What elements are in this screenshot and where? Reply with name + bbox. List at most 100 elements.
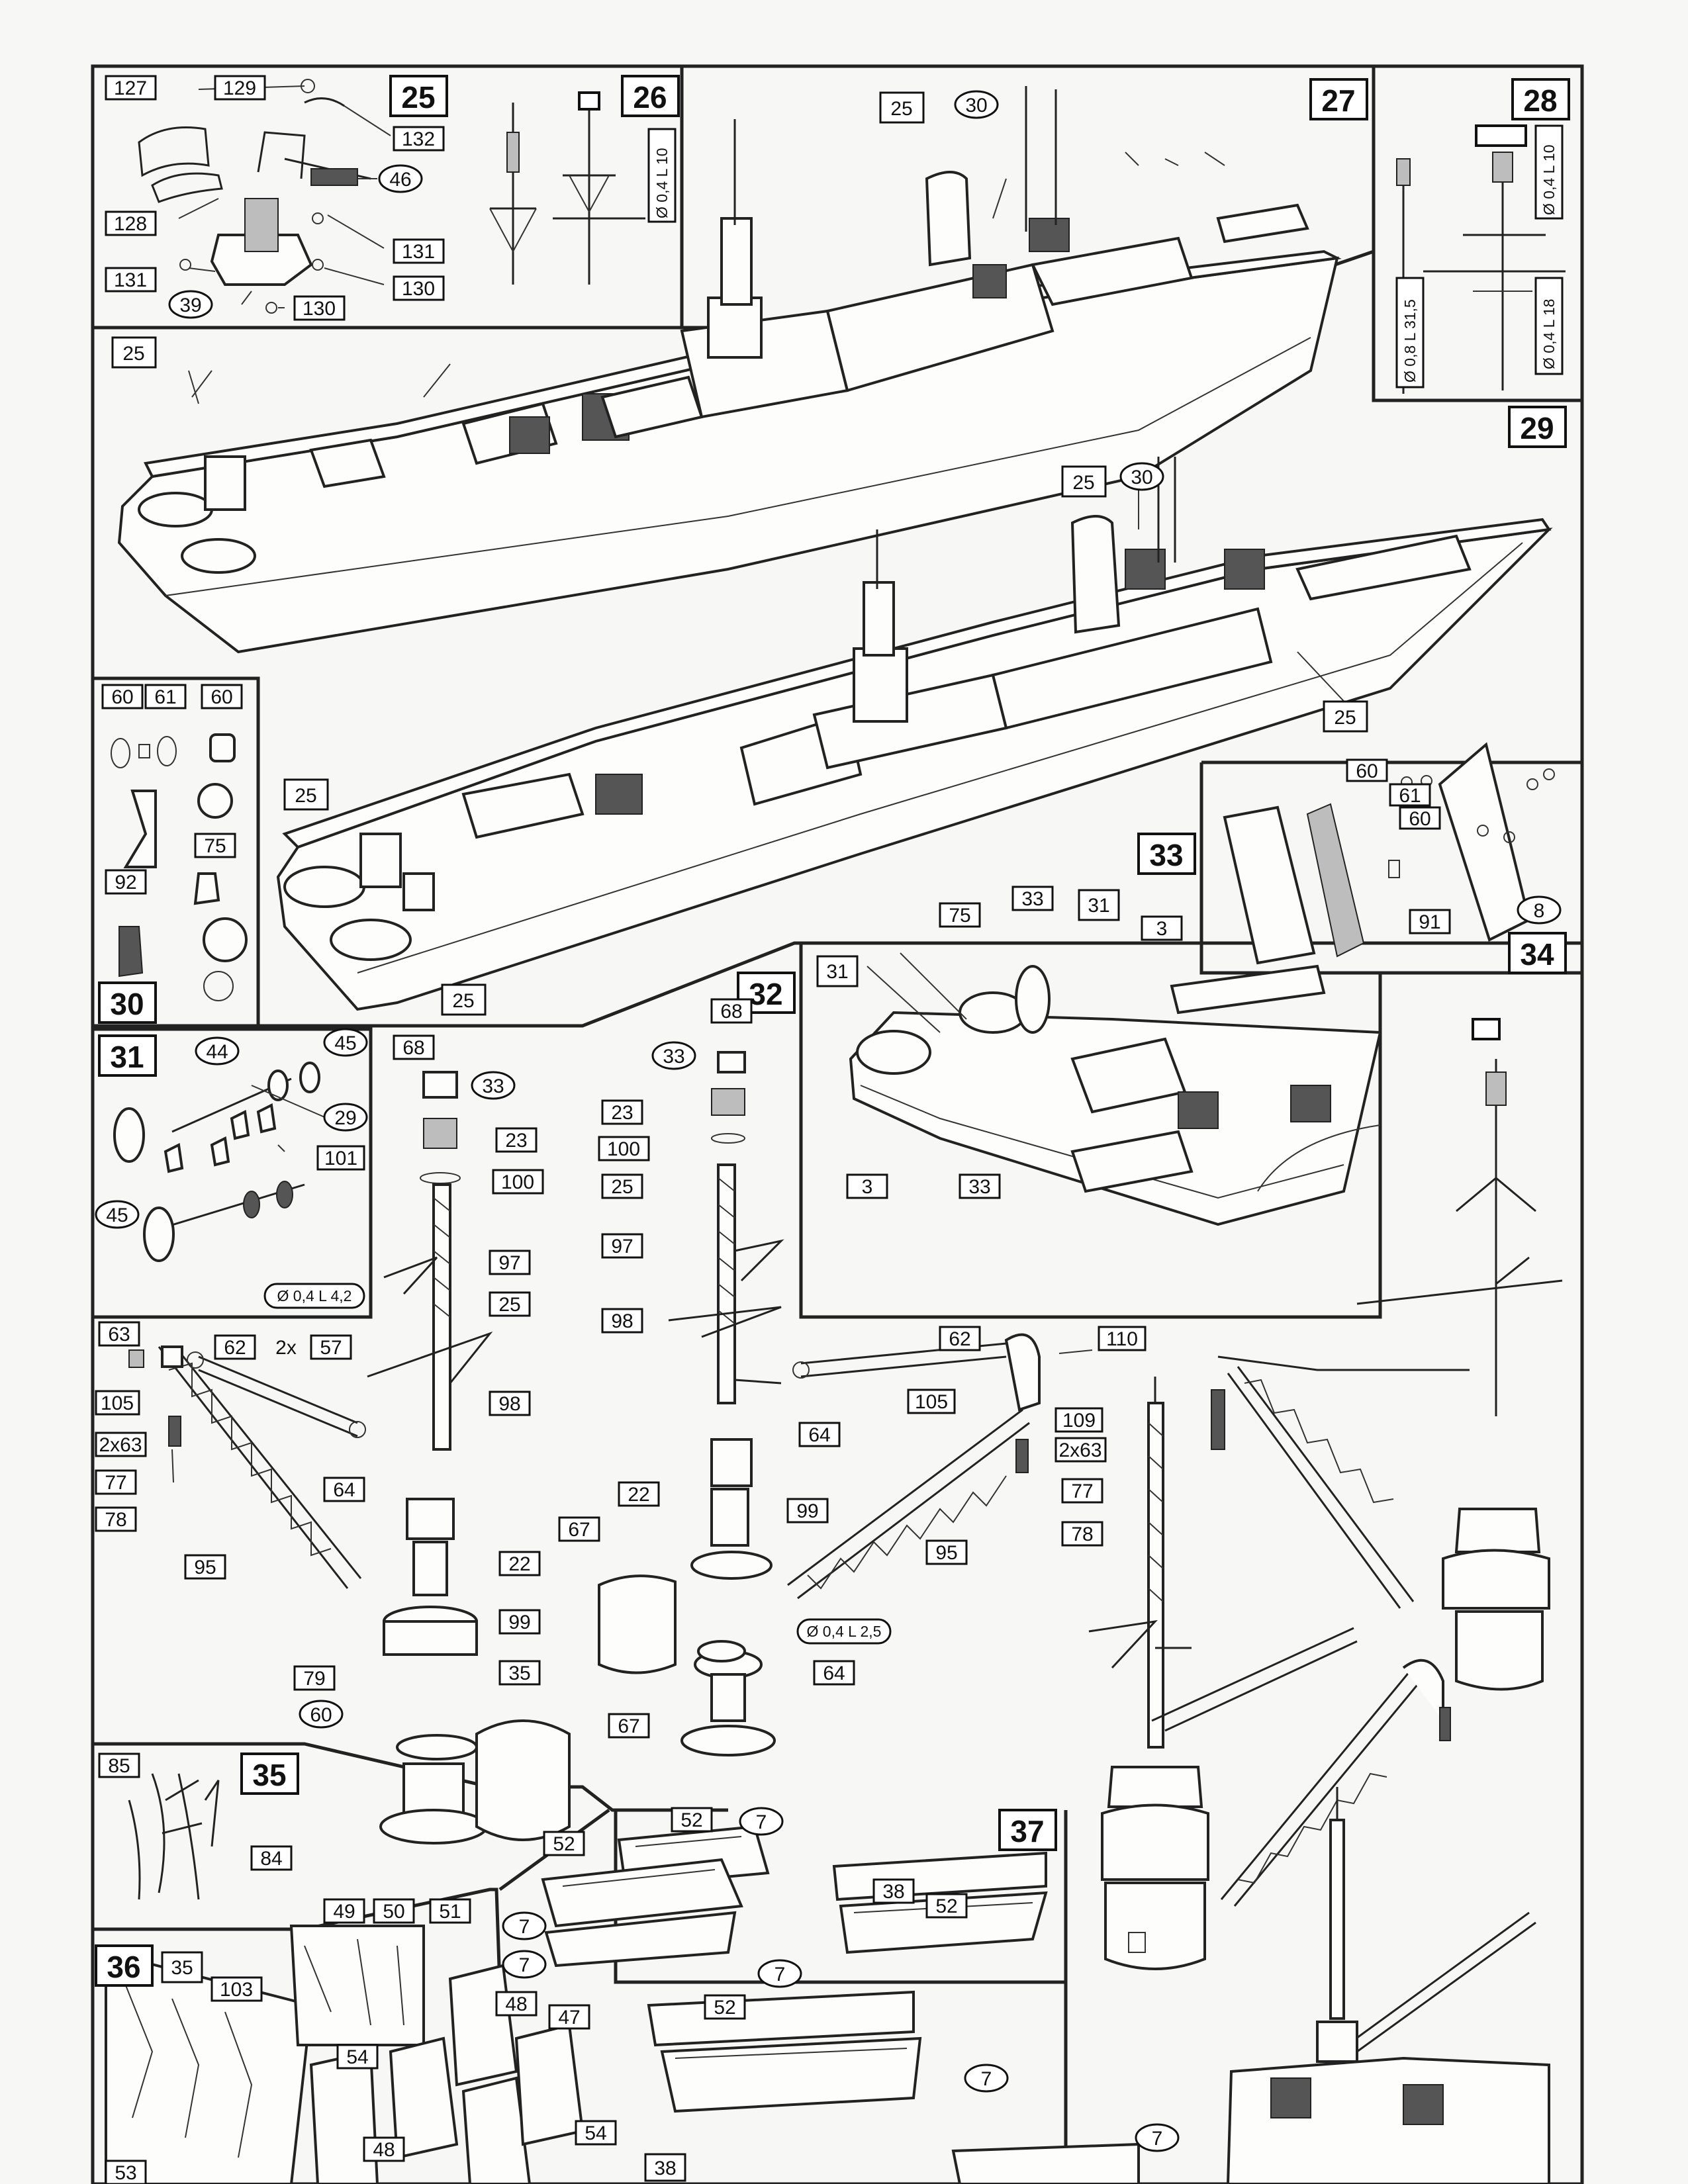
part-label-27-25b: 25 — [122, 343, 144, 365]
part-label-33-75: 75 — [949, 905, 970, 927]
part-label-130-bottom: 130 — [303, 298, 336, 320]
part-label-m-25: 25 — [498, 1294, 520, 1316]
part-label-m-22: 22 — [508, 1553, 530, 1575]
step-number-31: 31 — [110, 1040, 144, 1074]
step-31-reels — [113, 1062, 328, 1262]
part-label-36-50: 50 — [383, 1901, 404, 1923]
part-label-m2-100: 100 — [607, 1138, 640, 1160]
part-label-c-57: 57 — [320, 1337, 342, 1359]
part-label-130-right: 130 — [402, 278, 435, 300]
part-label-34-60a: 60 — [1356, 760, 1378, 782]
part-label-m2-25: 25 — [611, 1176, 633, 1198]
part-label-128: 128 — [114, 213, 147, 235]
part-label-c2-95: 95 — [935, 1542, 957, 1564]
part-label-30-75: 75 — [204, 835, 226, 857]
part-label-33-33b: 33 — [968, 1176, 990, 1198]
part-label-37-7b: 7 — [519, 1916, 530, 1938]
part-label-34-60b: 60 — [1409, 808, 1430, 830]
part-label-m2-33: 33 — [663, 1046, 684, 1068]
part-label-m-100: 100 — [501, 1171, 534, 1193]
part-label-m2-97: 97 — [611, 1236, 633, 1257]
step-number-29: 29 — [1520, 411, 1554, 445]
part-label-37-38b: 38 — [654, 2158, 676, 2179]
part-label-37-7a: 7 — [756, 1811, 767, 1833]
part-label-33-33a: 33 — [1021, 888, 1043, 910]
part-label-c2-109: 109 — [1062, 1410, 1096, 1432]
part-label-37-52d: 52 — [714, 1997, 735, 2019]
part-label-29-25d: 25 — [452, 990, 474, 1012]
part-label-m2-68: 68 — [720, 1001, 742, 1023]
part-label-m2-99: 99 — [796, 1500, 818, 1522]
part-label-36-48b: 48 — [373, 2139, 395, 2161]
part-label-c-63: 63 — [108, 1324, 130, 1345]
part-label-33-31a: 31 — [1088, 895, 1109, 917]
step-number-36: 36 — [107, 1950, 140, 1984]
part-label-m-68: 68 — [402, 1037, 424, 1059]
part-label-131-left: 131 — [114, 269, 147, 291]
part-label-c2-2x63: 2x63 — [1058, 1439, 1102, 1461]
part-label-31-101: 101 — [324, 1148, 357, 1169]
part-label-36-53: 53 — [115, 2162, 136, 2184]
part-label-c-78: 78 — [105, 1509, 126, 1531]
part-label-m2-98: 98 — [611, 1310, 633, 1332]
part-label-m-60: 60 — [310, 1704, 332, 1726]
part-label-c2-62: 62 — [949, 1328, 970, 1350]
part-label-m-79: 79 — [303, 1668, 325, 1690]
step-number-33: 33 — [1149, 838, 1183, 872]
dim-26: Ø 0,4 L 10 — [653, 148, 671, 218]
part-label-m2-64b: 64 — [823, 1662, 845, 1684]
step-number-26: 26 — [633, 80, 667, 114]
step-26-masts — [489, 91, 645, 285]
part-label-36-49: 49 — [333, 1901, 355, 1923]
part-label-37-52b: 52 — [553, 1833, 575, 1855]
mast-middle — [598, 1051, 784, 1756]
dim-28-c: Ø 0,4 L 18 — [1540, 298, 1558, 369]
crane-middle — [787, 1333, 1093, 1600]
part-label-29-25b: 25 — [1334, 707, 1356, 729]
dim-28-a: Ø 0,4 L 10 — [1540, 144, 1558, 215]
part-label-29-25c: 25 — [295, 785, 316, 807]
part-label-31-45a: 45 — [334, 1032, 356, 1054]
part-label-36-54a: 54 — [346, 2046, 368, 2068]
part-label-37-7c: 7 — [519, 1954, 530, 1976]
part-label-35-84: 84 — [260, 1848, 282, 1870]
step-number-32: 32 — [749, 977, 782, 1011]
part-label-m2-23: 23 — [611, 1102, 633, 1124]
page-frame — [91, 64, 1584, 2184]
part-label-33-3a: 3 — [1156, 918, 1168, 940]
part-label-m-23: 23 — [505, 1130, 527, 1152]
part-label-35-85: 85 — [108, 1755, 130, 1777]
dim-31: Ø 0,4 L 4,2 — [277, 1287, 352, 1304]
part-label-131-right: 131 — [402, 241, 435, 263]
part-label-37-7e: 7 — [981, 2068, 992, 2090]
part-label-34-91: 91 — [1419, 911, 1440, 933]
part-label-c-105: 105 — [101, 1392, 134, 1414]
part-label-c2-78: 78 — [1071, 1524, 1093, 1545]
step-number-35: 35 — [252, 1758, 286, 1792]
part-label-m2-22: 22 — [628, 1484, 649, 1506]
part-label-34-8: 8 — [1534, 900, 1545, 922]
part-label-m-35: 35 — [508, 1662, 530, 1684]
part-label-c2-105: 105 — [915, 1391, 948, 1413]
step-34-doors — [1223, 742, 1555, 965]
part-label-31-44: 44 — [206, 1041, 228, 1063]
part-label-m-64: 64 — [333, 1479, 355, 1501]
mast-left — [367, 1071, 571, 1844]
step-29-ship — [276, 457, 1553, 1011]
part-label-c-2x: 2x — [275, 1337, 297, 1359]
part-label-39: 39 — [179, 295, 201, 316]
step-numbers: 25 26 27 28 29 30 31 32 33 34 35 36 37 — [95, 75, 1570, 1987]
step-27-ship — [117, 86, 1342, 654]
step-37-boats — [541, 1825, 1140, 2184]
part-label-36-103: 103 — [220, 1979, 253, 2001]
step-number-34: 34 — [1520, 937, 1554, 972]
part-label-m-98: 98 — [498, 1393, 520, 1415]
part-label-m-33: 33 — [482, 1075, 504, 1097]
part-label-c-77: 77 — [105, 1472, 126, 1494]
part-label-m-99: 99 — [508, 1612, 530, 1633]
step-number-25: 25 — [401, 80, 435, 114]
part-label-c-2x63: 2x63 — [99, 1434, 142, 1456]
part-label-36-35: 35 — [171, 1957, 193, 1979]
step-number-27: 27 — [1321, 83, 1355, 118]
